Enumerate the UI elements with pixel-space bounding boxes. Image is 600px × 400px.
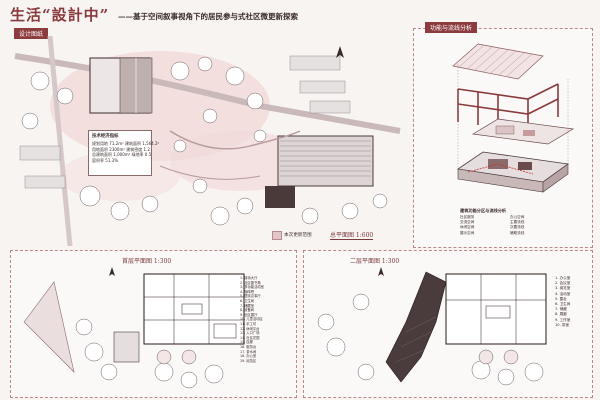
function-legend-col2: 办公空间 主要流线 次要流线 辅助流线 [510, 215, 524, 236]
ground-floor-plan-drawing [23, 267, 245, 389]
site-plan-tag: 设计图纸 [14, 28, 49, 39]
legend-item: 休闲空间 [460, 225, 475, 230]
indicator-value: 51.3% [105, 157, 118, 163]
room-item: 5. 居民议事厅 [240, 294, 261, 299]
function-analysis-tag: 功能与流线分析 [425, 22, 478, 33]
room-item: 4. 活动室 [555, 291, 571, 296]
second-floor-plan-label: 二层平面图 1:300 [350, 258, 400, 265]
function-legend-col1: 社区服务 交流空间 休闲空间 展示空间 [460, 215, 474, 236]
indicator-value: 1,564.2² [142, 141, 160, 146]
second-floor-plan-drawing [317, 267, 547, 386]
second-floor-room-list: 1. 办公室 2. 会议室 3. 阅览室 4. 活动室 5. 露台 6. 卫生间… [555, 276, 570, 328]
site-plan-drawing [14, 36, 401, 246]
legend-item: 办公空间 [510, 215, 525, 219]
indicator-value: 71.2m² [109, 141, 124, 146]
room-item: 2. 社区图书角 [240, 280, 261, 285]
room-item: 12. 休闲平台 [240, 326, 260, 331]
indicator-label: 绿地率 [131, 152, 144, 157]
room-item: 17. 茶水间 [240, 349, 257, 354]
exploded-axonometric [452, 43, 575, 193]
room-item: 7. 储藏室 [240, 303, 255, 308]
ground-floor-room-list: 1. 接待大厅 2. 社区图书角 3. 多功能活动室 4. 咖啡吧 5. 居民议… [240, 276, 264, 363]
legend-item: 交流空间 [460, 220, 475, 225]
tech-indicators-card: 技术经济指标 规划用地 71.2m² 建筑面积 1,564.2² 用地面积 23… [88, 130, 159, 176]
room-item: 6. 卫生间 [240, 298, 255, 303]
room-item: 13. 入口广场 [240, 331, 260, 336]
room-item: 8. 展廊 [555, 312, 567, 317]
room-item: 8. 设备间 [240, 308, 255, 313]
legend-item: 展示空间 [460, 230, 475, 235]
room-item: 1. 办公室 [555, 276, 571, 280]
ground-floor-plan-label: 首层平面图 1:300 [122, 258, 172, 265]
legend-item: 主要流线 [510, 220, 525, 225]
indicator-label: 总建筑面积 [92, 152, 112, 157]
room-item: 11. 手工坊 [240, 321, 257, 326]
room-item: 14. 社区花园 [240, 335, 260, 340]
room-item: 10. 茶室 [555, 322, 570, 327]
indicator-value: 1,000m² [113, 152, 131, 157]
room-item: 9. 社区展厅 [240, 312, 258, 317]
update-area-swatch [272, 231, 282, 240]
indicator-label: 建筑密度 [126, 146, 143, 152]
room-item: 16. 服务台 [240, 344, 257, 349]
room-item: 18. 办公室 [240, 354, 257, 359]
legend-item: 辅助流线 [510, 230, 525, 235]
site-plan-scale: 总平面图 1:600 [330, 232, 374, 240]
room-item: 3. 阅览室 [555, 286, 571, 291]
indicator-label: 规划用地 [92, 141, 108, 146]
page-title: 生活“設計中” [10, 6, 110, 24]
function-legend-title: 建筑功能分区与流线分析 [460, 208, 507, 213]
indicator-value: 1.2 [143, 146, 150, 152]
indicator-label: 建筑面积 [124, 141, 141, 146]
room-item: 1. 接待大厅 [240, 276, 258, 280]
room-item: 4. 咖啡吧 [240, 289, 255, 294]
indicator-label: 用地面积 [92, 146, 108, 152]
room-item: 3. 多功能活动室 [240, 285, 264, 290]
tech-indicators-title: 技术经济指标 [92, 134, 119, 139]
legend-item: 社区服务 [460, 215, 475, 219]
room-item: 2. 会议室 [555, 281, 571, 286]
room-item: 6. 卫生间 [555, 302, 571, 307]
indicator-label: 容积率 [92, 157, 104, 163]
room-item: 9. 工作室 [555, 317, 571, 322]
room-item: 5. 露台 [555, 296, 567, 301]
indicator-value: 2300m² [109, 146, 125, 152]
update-area-legend: 本次更新范围 [284, 233, 312, 238]
page-subtitle: ——基于空间叙事视角下的居民参与式社区微更新探索 [118, 12, 298, 21]
legend-item: 次要流线 [510, 225, 525, 230]
room-item: 15. 连廊 [240, 340, 253, 345]
room-item: 10. 儿童活动区 [240, 317, 263, 322]
room-item: 19. 阅览区 [240, 358, 257, 363]
indicator-value: 0.5 [144, 152, 152, 157]
room-item: 7. 储藏 [555, 307, 567, 312]
